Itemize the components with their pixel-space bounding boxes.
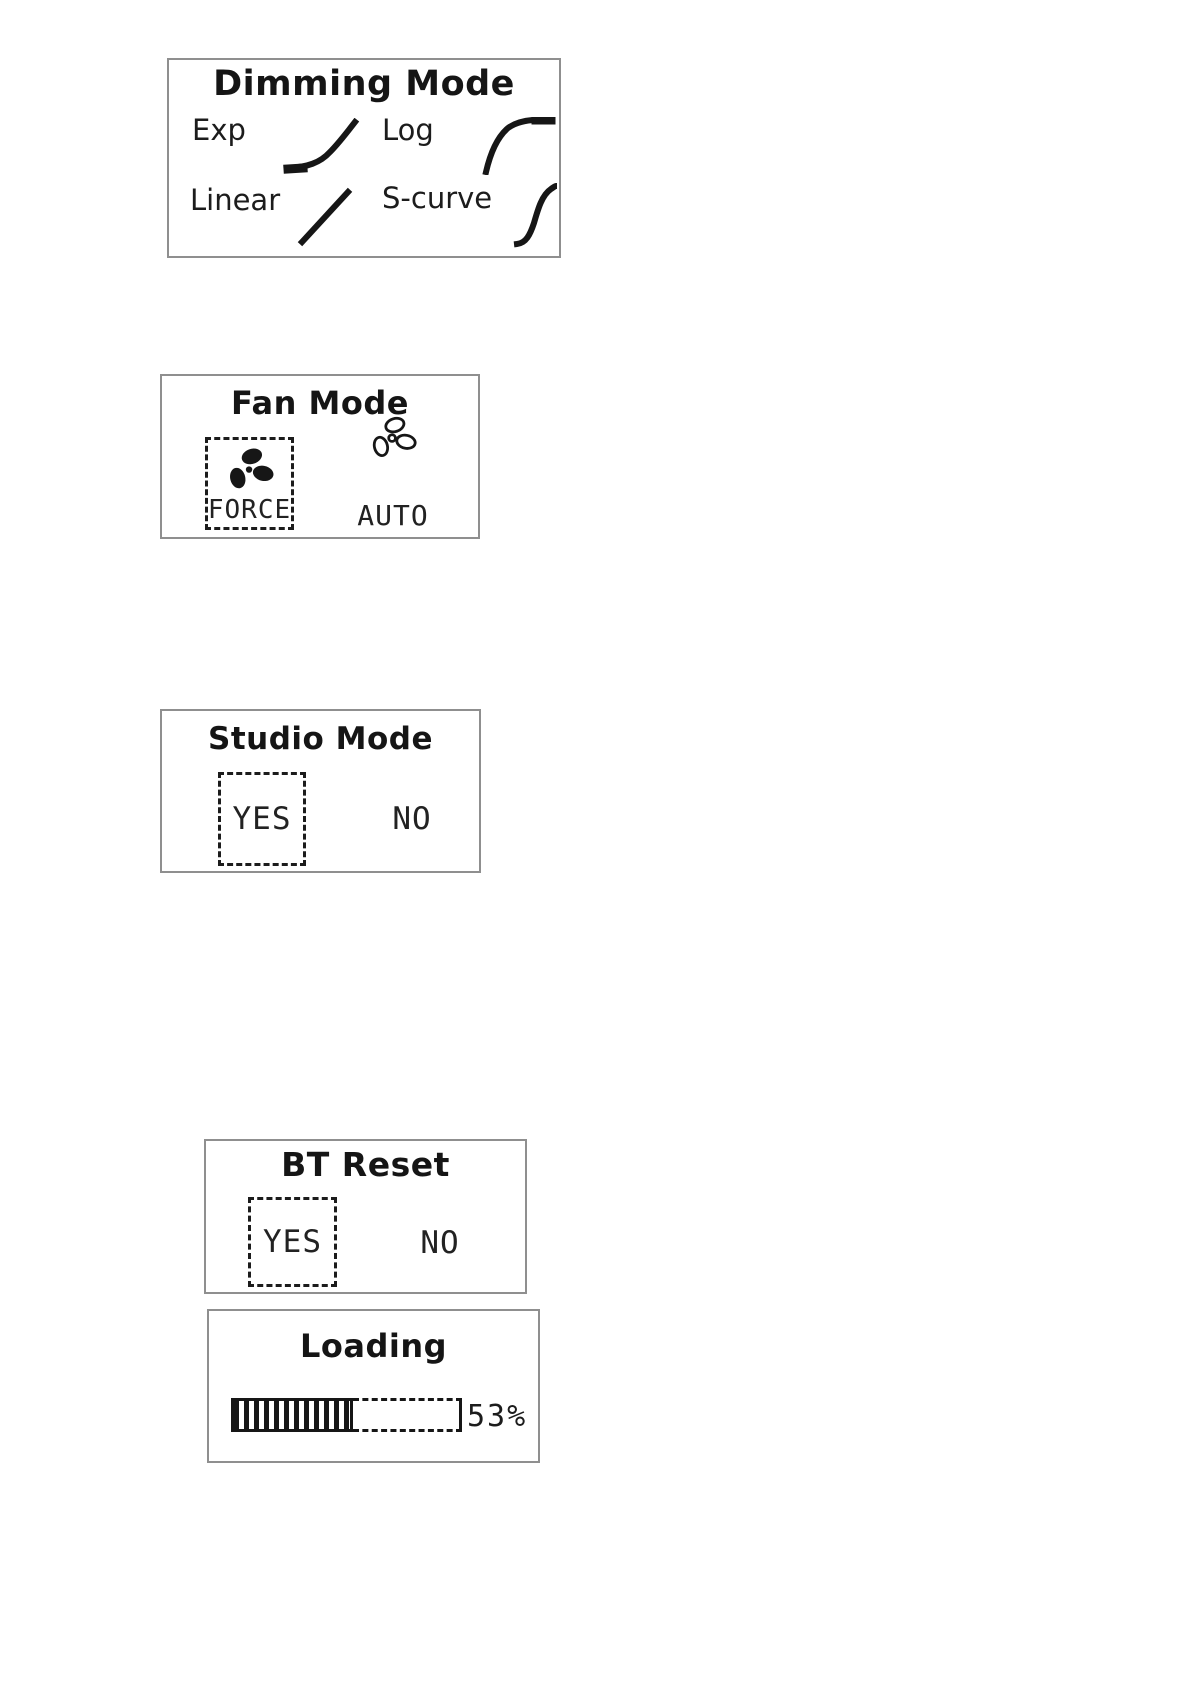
linear-line-icon [297, 187, 353, 247]
screen-title: Loading [299, 1327, 448, 1365]
option-log[interactable]: Log [382, 113, 434, 147]
option-yes-selected[interactable]: YES [218, 772, 306, 866]
option-auto[interactable]: AUTO [348, 414, 438, 532]
screen-title: Dimming Mode [213, 64, 515, 104]
option-label: YES [232, 801, 292, 837]
progress-empty [353, 1398, 462, 1432]
screen-bt-reset: BT Reset YES NO [204, 1139, 527, 1294]
option-label: AUTO [357, 499, 429, 532]
option-label: FORCE [207, 495, 292, 525]
s-curve-icon [513, 183, 557, 248]
log-curve-icon [482, 117, 556, 175]
loading-progress-bar [231, 1398, 462, 1432]
option-no[interactable]: NO [420, 1225, 460, 1261]
option-exp[interactable]: Exp [192, 113, 246, 147]
screen-title: Studio Mode [208, 721, 433, 757]
screen-studio-mode: Studio Mode YES NO [160, 709, 481, 873]
screen-title: BT Reset [281, 1145, 450, 1184]
fan-outline-icon [372, 416, 417, 457]
option-s-curve[interactable]: S-curve [382, 181, 493, 215]
exp-curve-icon [283, 118, 360, 174]
screen-dimming-mode: Dimming Mode Exp Log Linear S-curve [167, 58, 561, 258]
option-label: YES [263, 1224, 322, 1260]
progress-percent-label: 53% [467, 1399, 528, 1434]
screen-fan-mode: Fan Mode FORCE AUTO [160, 374, 480, 539]
progress-fill [231, 1398, 354, 1432]
option-force-selected[interactable]: FORCE [205, 437, 294, 530]
screen-loading: Loading 53% [207, 1309, 540, 1463]
option-yes-selected[interactable]: YES [248, 1197, 337, 1287]
option-no[interactable]: NO [392, 801, 432, 837]
option-linear[interactable]: Linear [190, 183, 281, 217]
fan-filled-icon [229, 448, 273, 489]
screen-title: Fan Mode [231, 384, 409, 422]
